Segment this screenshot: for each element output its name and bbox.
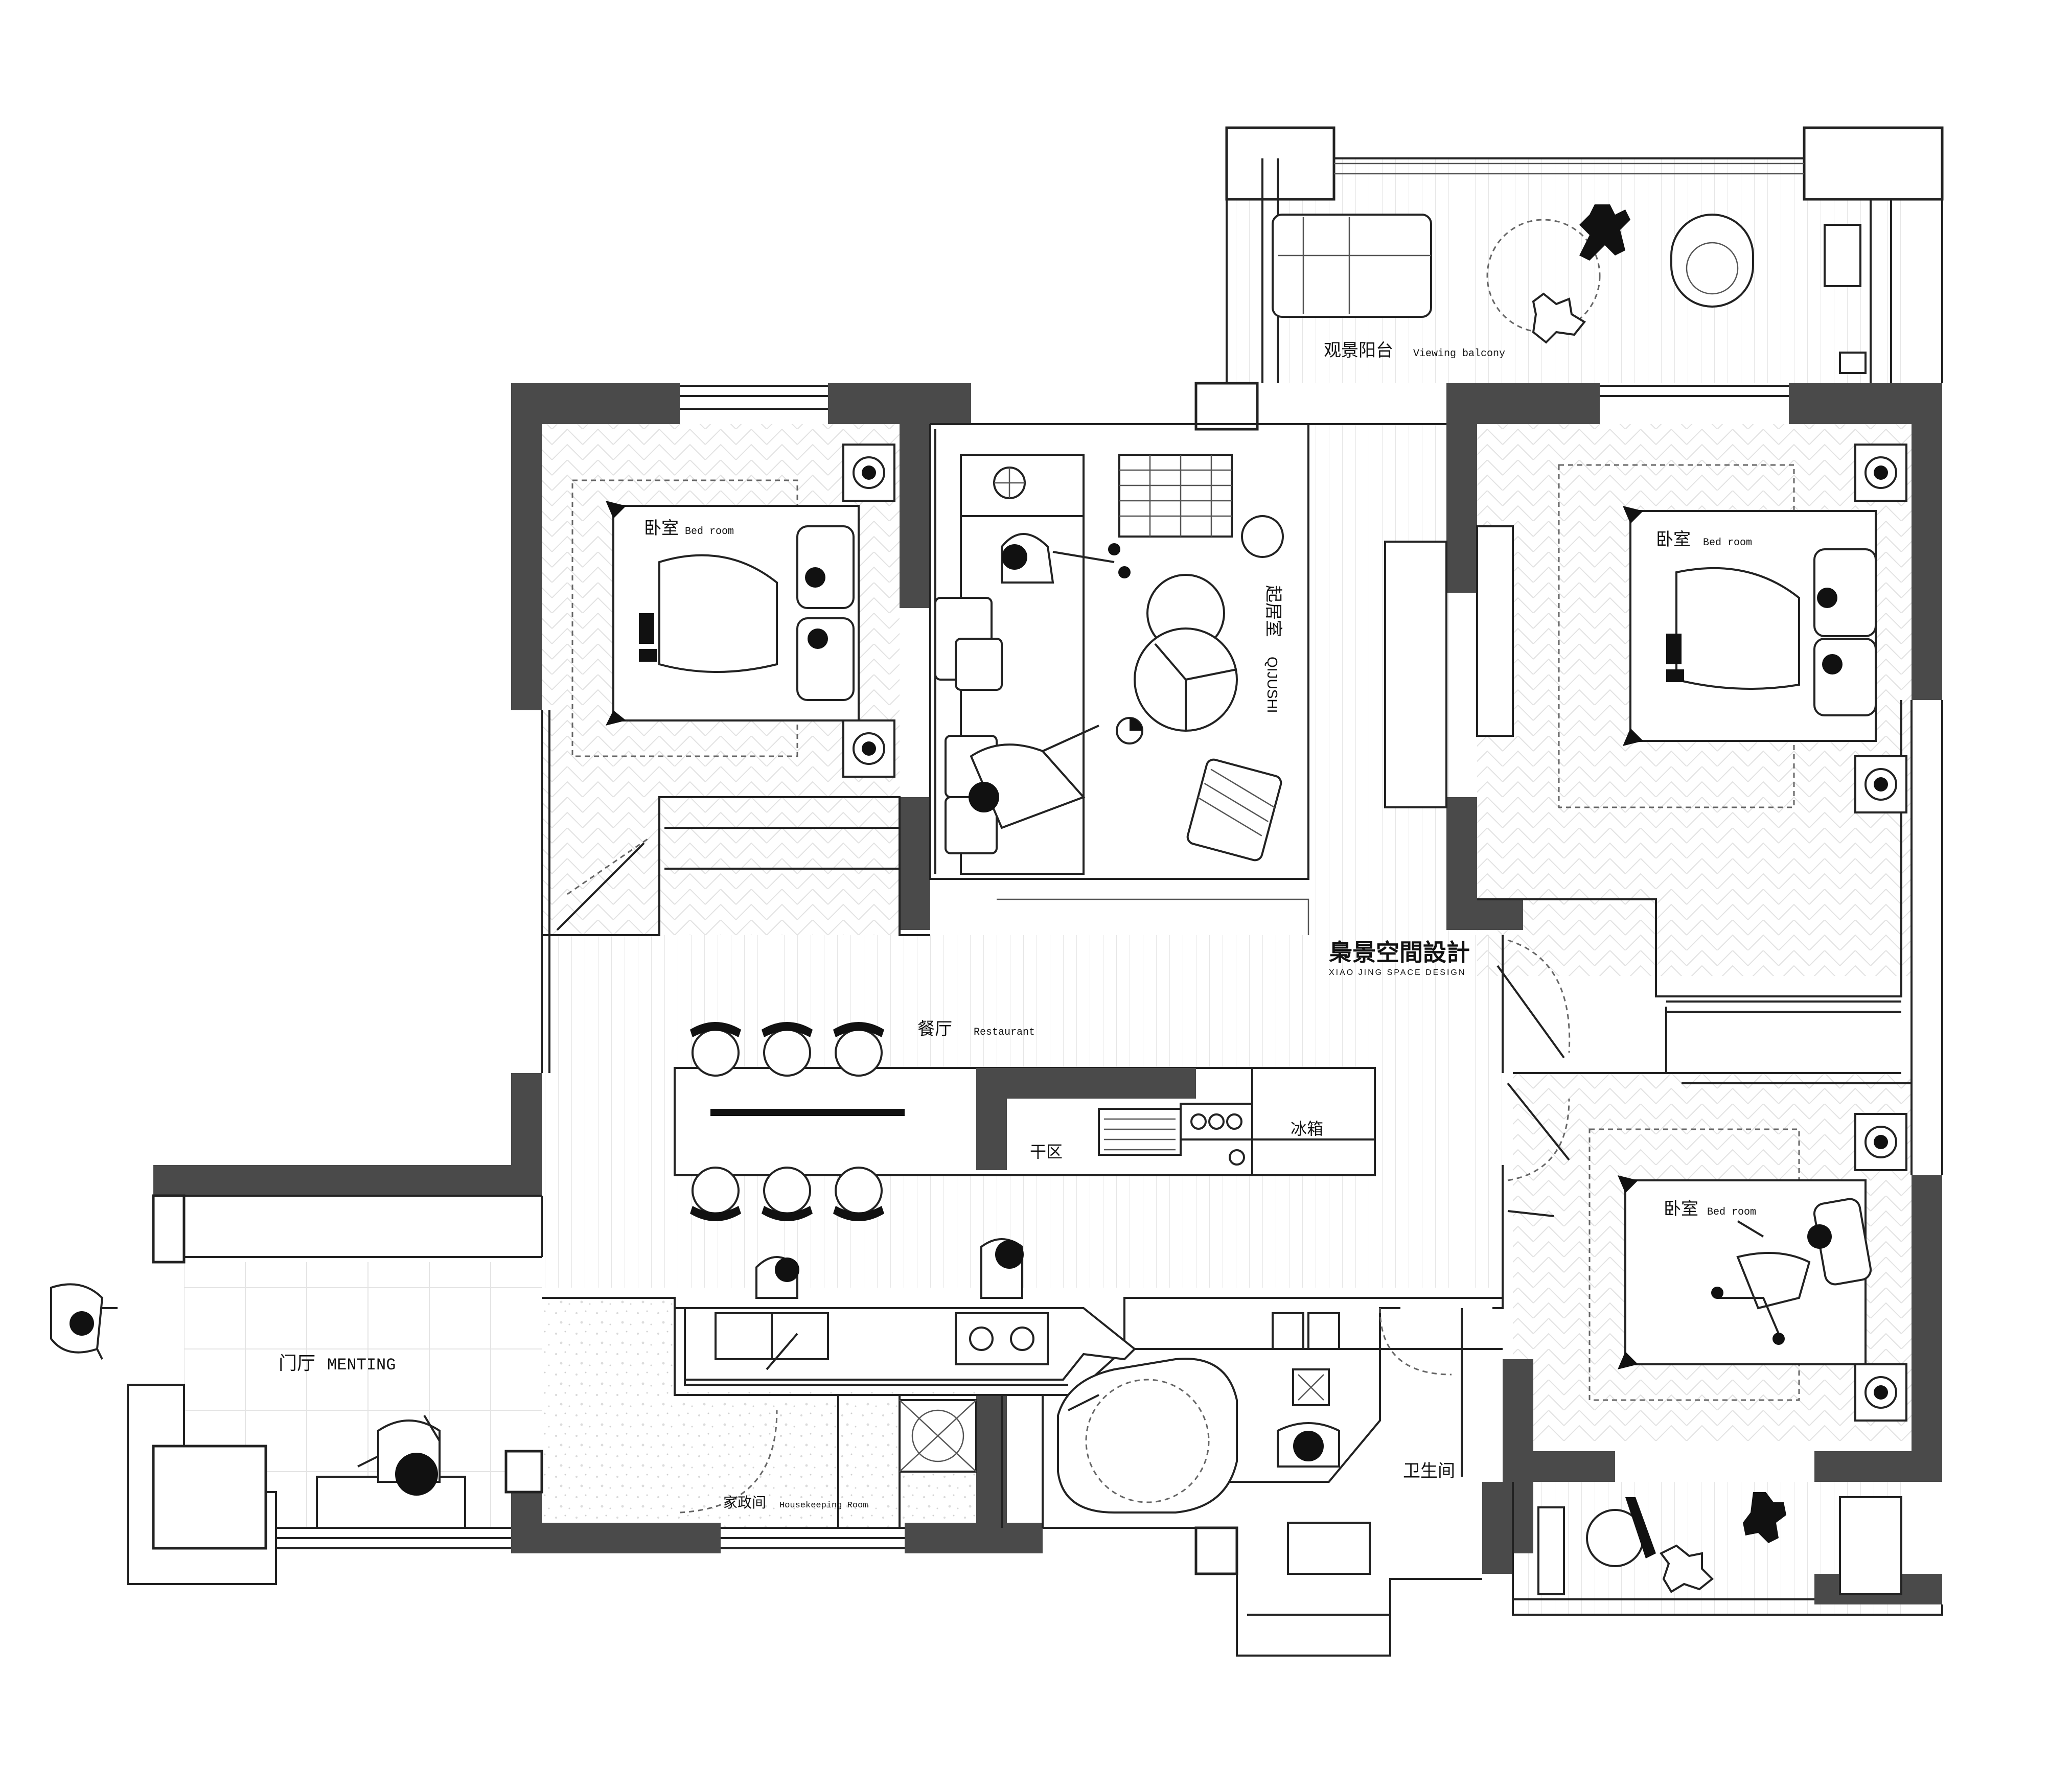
bathroom-label: 卫生间 xyxy=(1403,1461,1455,1481)
foyer-label-zh: 门厅 xyxy=(279,1353,315,1374)
bedroom-left-label-en: Bed room xyxy=(685,526,734,538)
bathroom: 卫生间 xyxy=(1057,1312,1455,1514)
brand-mark: 梟景空間設計 XIAO JING SPACE DESIGN xyxy=(1329,939,1470,977)
corridor-floor xyxy=(542,1298,675,1528)
bedroom-right-bottom-label-en: Bed room xyxy=(1707,1206,1756,1218)
bedroom-right-top-label-en: Bed room xyxy=(1703,537,1752,549)
floor-finishes xyxy=(184,158,1912,1615)
dining-area: 餐厅 Restaurant 干区 冰箱 xyxy=(674,1019,1376,1221)
walls xyxy=(153,383,1942,1604)
living-label-en: QIJUSHI xyxy=(1264,657,1280,713)
doors xyxy=(541,1196,1554,1257)
foyer: 门厅 MENTING xyxy=(50,1283,466,1529)
kitchen-counter xyxy=(684,1238,1136,1381)
balcony-label-zh: 观景阳台 xyxy=(1324,340,1393,361)
foyer-label-en: MENTING xyxy=(327,1356,396,1375)
bedroom-left-label-zh: 卧室 xyxy=(644,518,679,539)
brand-name: 梟景空間設計 xyxy=(1329,939,1470,966)
dry-area-label: 干区 xyxy=(1030,1142,1063,1161)
restaurant-label-en: Restaurant xyxy=(974,1027,1035,1038)
bedroom-right-bottom-label-zh: 卧室 xyxy=(1664,1199,1698,1219)
living-room: 起居室 QIJUSHI xyxy=(934,454,1514,875)
bedroom-left: 卧室 Bed room xyxy=(571,444,895,778)
dining-chairs xyxy=(690,1022,884,1221)
balcony-furniture: 观景阳台 Viewing balcony xyxy=(1272,204,1867,374)
bedroom-right-top-label-zh: 卧室 xyxy=(1656,529,1691,550)
brand-tagline: XIAO JING SPACE DESIGN xyxy=(1329,968,1466,977)
housekeeping-label-en: Housekeeping Room xyxy=(779,1501,868,1510)
outer-outline xyxy=(127,126,1944,1657)
restaurant-label-zh: 餐厅 xyxy=(917,1019,952,1039)
housekeeping-label-zh: 家政间 xyxy=(723,1494,766,1511)
bedroom-right-bottom: 卧室 Bed room xyxy=(1588,1113,1907,1422)
living-label-zh: 起居室 xyxy=(1263,585,1283,637)
fridge-label: 冰箱 xyxy=(1291,1119,1323,1138)
bedroom-right-top: 卧室 Bed room xyxy=(1558,444,1907,813)
balcony-label-en: Viewing balcony xyxy=(1413,348,1505,360)
housekeeping-room: 家政间 Housekeeping Room xyxy=(679,1394,868,1514)
balcony-bottom xyxy=(1537,1492,1902,1595)
